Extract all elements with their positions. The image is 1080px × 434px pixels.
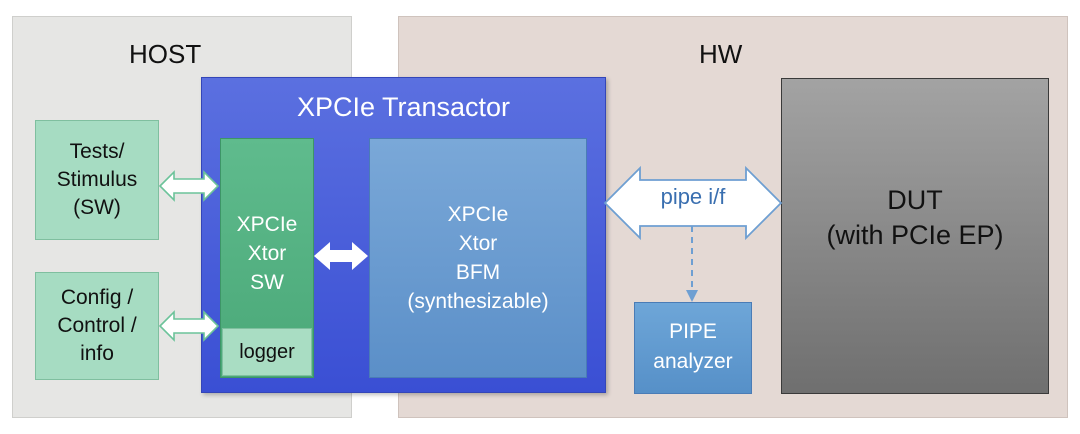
pipe-analyzer-label: PIPE analyzer <box>653 320 733 374</box>
sw-bfm-double-arrow <box>314 242 368 270</box>
xtor-sw-label: XPCIe Xtor SW <box>236 213 298 294</box>
dut-block[interactable]: DUT (with PCIe EP) <box>781 78 1049 394</box>
tests-stimulus-block[interactable]: Tests/ Stimulus (SW) <box>35 120 159 240</box>
xtor-bfm-block[interactable]: XPCIe Xtor BFM (synthesizable) <box>369 138 587 378</box>
pipe-analyzer-tap-arrowhead <box>686 290 698 302</box>
pipe-interface-label: pipe i/f <box>660 184 726 209</box>
tests-sw-double-arrow <box>158 170 220 202</box>
config-control-info-block[interactable]: Config / Control / info <box>35 272 159 380</box>
transactor-title: XPCIe Transactor <box>296 92 511 122</box>
config-sw-double-arrow <box>158 310 220 342</box>
pipe-analyzer-block[interactable]: PIPE analyzer <box>634 302 752 394</box>
pipe-interface-arrow <box>603 165 783 241</box>
host-title: HOST <box>129 39 202 69</box>
dut-label: DUT (with PCIe EP) <box>826 185 1004 251</box>
hw-title: HW <box>699 39 743 69</box>
logger-block[interactable]: logger <box>222 328 312 376</box>
xtor-bfm-label: XPCIe Xtor BFM (synthesizable) <box>407 203 549 313</box>
